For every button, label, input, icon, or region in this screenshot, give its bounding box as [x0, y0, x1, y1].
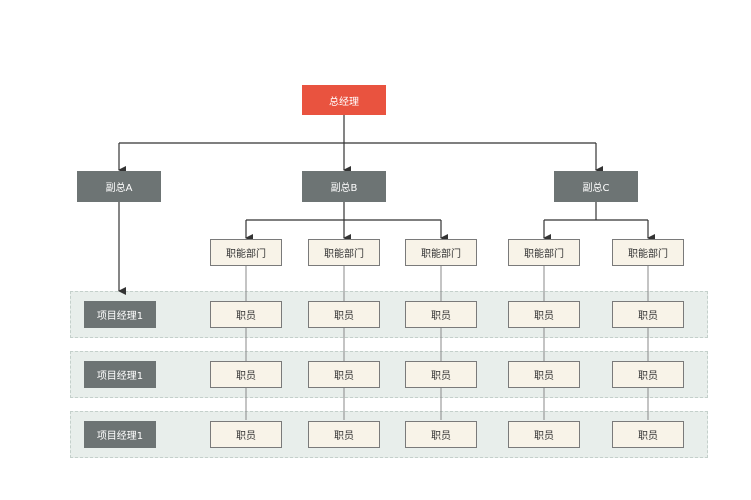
staff-node-r3-c2[interactable]: 职员 — [308, 421, 380, 448]
staff-node-r1-c4[interactable]: 职员 — [508, 301, 580, 328]
vp-c-node[interactable]: 副总C — [554, 171, 638, 202]
staff-node-r3-c1[interactable]: 职员 — [210, 421, 282, 448]
project-manager-node-2[interactable]: 项目经理1 — [84, 361, 156, 388]
staff-node-r1-c3[interactable]: 职员 — [405, 301, 477, 328]
staff-node-r3-c3[interactable]: 职员 — [405, 421, 477, 448]
staff-node-r2-c2[interactable]: 职员 — [308, 361, 380, 388]
row-band-3 — [70, 411, 708, 458]
department-node-1[interactable]: 职能部门 — [210, 239, 282, 266]
row-band-1 — [70, 291, 708, 338]
staff-node-r3-c4[interactable]: 职员 — [508, 421, 580, 448]
department-node-5[interactable]: 职能部门 — [612, 239, 684, 266]
ceo-node[interactable]: 总经理 — [302, 85, 386, 115]
staff-node-r1-c2[interactable]: 职员 — [308, 301, 380, 328]
staff-node-r2-c5[interactable]: 职员 — [612, 361, 684, 388]
staff-node-r1-c5[interactable]: 职员 — [612, 301, 684, 328]
vp-a-node[interactable]: 副总A — [77, 171, 161, 202]
vp-b-node[interactable]: 副总B — [302, 171, 386, 202]
staff-node-r2-c1[interactable]: 职员 — [210, 361, 282, 388]
staff-node-r2-c4[interactable]: 职员 — [508, 361, 580, 388]
department-node-4[interactable]: 职能部门 — [508, 239, 580, 266]
row-band-2 — [70, 351, 708, 398]
department-node-2[interactable]: 职能部门 — [308, 239, 380, 266]
project-manager-node-3[interactable]: 项目经理1 — [84, 421, 156, 448]
staff-node-r3-c5[interactable]: 职员 — [612, 421, 684, 448]
staff-node-r2-c3[interactable]: 职员 — [405, 361, 477, 388]
staff-node-r1-c1[interactable]: 职员 — [210, 301, 282, 328]
department-node-3[interactable]: 职能部门 — [405, 239, 477, 266]
project-manager-node-1[interactable]: 项目经理1 — [84, 301, 156, 328]
